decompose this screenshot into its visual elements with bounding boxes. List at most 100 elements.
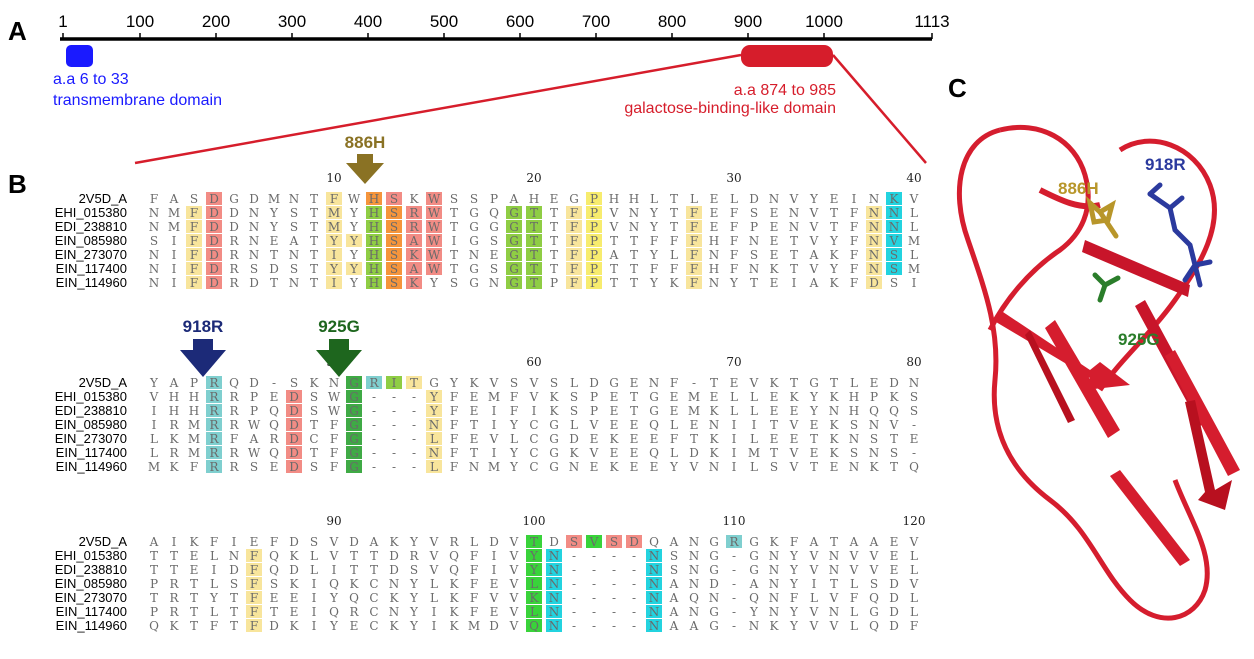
- residue: T: [630, 234, 638, 248]
- residue: R: [209, 418, 219, 432]
- residue: T: [810, 432, 818, 446]
- residue: K: [390, 535, 400, 549]
- residue: L: [910, 206, 918, 220]
- residue-highlight: [206, 418, 222, 431]
- residue: R: [229, 248, 239, 262]
- residue: D: [269, 262, 279, 276]
- beta-strand-3: [1025, 330, 1075, 423]
- residue: L: [850, 605, 858, 619]
- residue-highlight: [326, 248, 342, 261]
- residue: T: [710, 376, 718, 390]
- residue: T: [310, 262, 318, 276]
- residue: T: [830, 376, 838, 390]
- residue-highlight: [686, 276, 702, 289]
- residue-highlight: [526, 563, 542, 576]
- residue-918r-sticks: [1147, 182, 1213, 288]
- residue: D: [489, 535, 499, 549]
- residue: G: [709, 535, 719, 549]
- residue: T: [830, 220, 838, 234]
- residue: G: [349, 390, 359, 404]
- residue: R: [229, 276, 239, 290]
- residue: G: [509, 262, 519, 276]
- residue: H: [609, 192, 619, 206]
- residue: E: [610, 390, 619, 404]
- residue-highlight: [526, 549, 542, 562]
- residue: S: [570, 404, 578, 418]
- residue: V: [749, 376, 759, 390]
- residue: E: [710, 390, 719, 404]
- residue: E: [790, 404, 799, 418]
- residue: Y: [789, 605, 799, 619]
- residue: K: [770, 619, 780, 633]
- residue: S: [450, 276, 458, 290]
- residue-highlight: [426, 446, 442, 459]
- residue: K: [670, 276, 680, 290]
- residue: S: [390, 234, 398, 248]
- position-number: 90: [326, 514, 341, 528]
- residue: H: [369, 276, 379, 290]
- residue: I: [212, 563, 217, 577]
- residue-highlight: [206, 460, 222, 473]
- sequence-name: EIN_117400: [56, 604, 127, 619]
- residue: I: [492, 549, 497, 563]
- residue: K: [310, 376, 320, 390]
- residue: E: [630, 418, 639, 432]
- residue-highlight: [546, 577, 562, 590]
- residue-highlight: [286, 404, 302, 417]
- residue: E: [190, 549, 199, 563]
- residue: Y: [809, 192, 819, 206]
- residue: V: [849, 563, 859, 577]
- residue: R: [409, 220, 419, 234]
- residue: Y: [409, 605, 419, 619]
- residue: F: [450, 446, 458, 460]
- residue: V: [829, 619, 839, 633]
- residue: N: [149, 276, 160, 290]
- residue: R: [409, 206, 419, 220]
- residue: D: [709, 577, 719, 591]
- residue: A: [809, 535, 819, 549]
- residue: T: [310, 192, 318, 206]
- residue: F: [190, 206, 198, 220]
- residue: Q: [489, 206, 499, 220]
- residue: P: [590, 234, 598, 248]
- residue-highlight: [526, 234, 542, 247]
- residue: D: [749, 192, 759, 206]
- residue: Y: [749, 605, 759, 619]
- structure-label-925g: 925G: [1118, 330, 1160, 349]
- residue: E: [270, 591, 279, 605]
- position-number: 60: [526, 355, 541, 369]
- residue: D: [269, 619, 279, 633]
- residue: L: [650, 192, 658, 206]
- residue: N: [469, 460, 480, 474]
- residue: Q: [329, 577, 339, 591]
- residue: E: [610, 404, 619, 418]
- residue: V: [789, 192, 799, 206]
- residue: L: [430, 432, 438, 446]
- transmembrane-domain-bar: [66, 45, 93, 67]
- residue: F: [190, 276, 198, 290]
- residue-highlight: [506, 262, 522, 275]
- residue: H: [529, 192, 539, 206]
- residue: F: [150, 192, 158, 206]
- residue: P: [590, 220, 598, 234]
- residue: -: [732, 549, 736, 563]
- residue: G: [749, 563, 759, 577]
- residue: E: [610, 446, 619, 460]
- residue: N: [549, 605, 560, 619]
- residue-highlight: [246, 591, 262, 604]
- residue: N: [909, 376, 920, 390]
- sequence-name: EIN_273070: [55, 247, 127, 262]
- residue: D: [229, 206, 239, 220]
- residue: I: [912, 276, 917, 290]
- residue: -: [592, 577, 596, 591]
- residue: N: [829, 404, 840, 418]
- residue-highlight: [366, 220, 382, 233]
- residue: S: [390, 248, 398, 262]
- residue: V: [869, 549, 879, 563]
- residue: G: [749, 535, 759, 549]
- residue: P: [590, 404, 598, 418]
- residue: E: [550, 192, 559, 206]
- residue: H: [369, 248, 379, 262]
- residue: S: [310, 535, 318, 549]
